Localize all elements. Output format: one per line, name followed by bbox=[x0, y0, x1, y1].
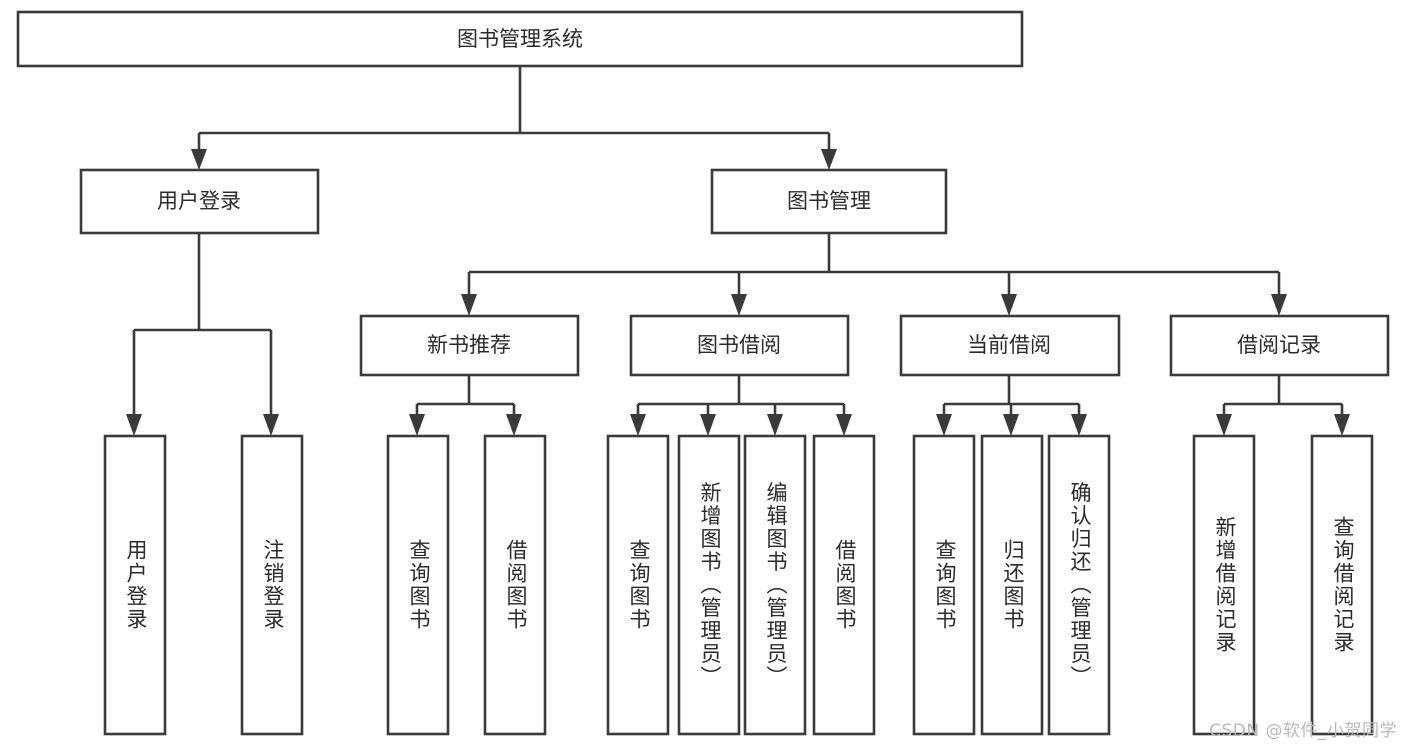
node-leaf-edit-book-admin[interactable]: 编辑图书（管理员） bbox=[743, 434, 807, 736]
node-leaf-query-book-2-label: 查询图书 bbox=[627, 539, 651, 631]
node-leaf-query-book-2[interactable]: 查询图书 bbox=[606, 434, 670, 736]
node-leaf-confirm-return-admin[interactable]: 确认归还（管理员） bbox=[1047, 434, 1111, 736]
node-leaf-return-book-label: 归还图书 bbox=[1001, 539, 1025, 631]
node-leaf-logout-box[interactable] bbox=[240, 434, 304, 736]
node-leaf-user-login-label: 用户登录 bbox=[124, 539, 148, 631]
node-leaf-query-borrow-record-label: 查询借阅记录 bbox=[1331, 516, 1355, 654]
arrow-head-icon bbox=[1003, 414, 1019, 436]
arrow-head-icon bbox=[1001, 294, 1017, 316]
node-leaf-borrow-book-2-label: 借阅图书 bbox=[833, 539, 857, 631]
node-leaf-add-book-admin-label: 新增图书（管理员） bbox=[698, 482, 722, 689]
arrow-head-icon bbox=[630, 414, 646, 436]
node-leaf-query-book-3-box[interactable] bbox=[912, 434, 976, 736]
node-leaf-borrow-book-1[interactable]: 借阅图书 bbox=[483, 434, 547, 736]
node-leaf-logout[interactable]: 注销登录 bbox=[240, 434, 304, 736]
arrow-head-icon bbox=[1216, 414, 1232, 436]
arrow-head-icon bbox=[1071, 414, 1087, 436]
node-book-management-box[interactable] bbox=[710, 168, 948, 235]
node-leaf-add-book-admin[interactable]: 新增图书（管理员） bbox=[677, 434, 741, 736]
node-new-book-recommend-label: 新书推荐 bbox=[427, 333, 511, 357]
arrow-head-icon bbox=[461, 294, 477, 316]
node-leaf-query-book-1-box[interactable] bbox=[386, 434, 450, 736]
arrow-head-icon bbox=[821, 149, 837, 170]
node-borrow-record[interactable]: 借阅记录 bbox=[1169, 314, 1390, 377]
node-leaf-borrow-book-2-box[interactable] bbox=[812, 434, 876, 736]
node-leaf-add-borrow-record[interactable]: 新增借阅记录 bbox=[1192, 434, 1256, 736]
node-leaf-edit-book-admin-box[interactable] bbox=[743, 434, 807, 736]
arrow-head-icon bbox=[191, 149, 207, 170]
node-leaf-confirm-return-admin-box[interactable] bbox=[1047, 434, 1111, 736]
connector-layer bbox=[126, 66, 1350, 436]
node-leaf-query-book-3-label: 查询图书 bbox=[933, 539, 957, 631]
arrow-head-icon bbox=[1334, 414, 1350, 436]
node-new-book-recommend-box[interactable] bbox=[359, 314, 580, 377]
node-borrow-record-label: 借阅记录 bbox=[1237, 333, 1321, 357]
node-new-book-recommend[interactable]: 新书推荐 bbox=[359, 314, 580, 377]
node-current-borrow-label: 当前借阅 bbox=[967, 333, 1051, 357]
node-leaf-query-borrow-record[interactable]: 查询借阅记录 bbox=[1310, 434, 1374, 736]
node-leaf-query-book-1-label: 查询图书 bbox=[407, 539, 431, 631]
node-leaf-add-borrow-record-box[interactable] bbox=[1192, 434, 1256, 736]
arrow-head-icon bbox=[936, 414, 952, 436]
node-leaf-add-borrow-record-label: 新增借阅记录 bbox=[1213, 516, 1237, 654]
arrow-head-icon bbox=[767, 414, 783, 436]
node-leaf-query-book-2-box[interactable] bbox=[606, 434, 670, 736]
node-book-management[interactable]: 图书管理 bbox=[710, 168, 948, 235]
node-leaf-user-login[interactable]: 用户登录 bbox=[103, 434, 167, 736]
node-leaf-return-book[interactable]: 归还图书 bbox=[980, 434, 1044, 736]
node-leaf-user-login-box[interactable] bbox=[103, 434, 167, 736]
arrow-head-icon bbox=[506, 414, 522, 436]
node-book-management-label: 图书管理 bbox=[787, 189, 871, 213]
node-leaf-query-book-1[interactable]: 查询图书 bbox=[386, 434, 450, 736]
node-leaf-edit-book-admin-label: 编辑图书（管理员） bbox=[764, 482, 788, 689]
arrow-head-icon bbox=[700, 414, 716, 436]
node-leaf-borrow-book-2[interactable]: 借阅图书 bbox=[812, 434, 876, 736]
node-book-borrow-box[interactable] bbox=[629, 314, 850, 377]
arrow-head-icon bbox=[836, 414, 852, 436]
node-leaf-borrow-book-1-label: 借阅图书 bbox=[504, 539, 528, 631]
node-borrow-record-box[interactable] bbox=[1169, 314, 1390, 377]
node-root-label: 图书管理系统 bbox=[457, 27, 583, 51]
arrow-head-icon bbox=[1271, 294, 1287, 316]
node-root[interactable]: 图书管理系统 bbox=[16, 10, 1024, 68]
node-leaf-query-borrow-record-box[interactable] bbox=[1310, 434, 1374, 736]
node-user-login-label: 用户登录 bbox=[157, 189, 241, 213]
node-leaf-return-book-box[interactable] bbox=[980, 434, 1044, 736]
node-leaf-confirm-return-admin-label: 确认归还（管理员） bbox=[1068, 482, 1092, 689]
arrow-head-icon bbox=[409, 414, 425, 436]
node-user-login-box[interactable] bbox=[79, 168, 320, 235]
node-leaf-add-book-admin-box[interactable] bbox=[677, 434, 741, 736]
node-current-borrow[interactable]: 当前借阅 bbox=[899, 314, 1121, 377]
node-book-borrow-label: 图书借阅 bbox=[697, 333, 781, 357]
arrow-head-icon bbox=[263, 414, 279, 436]
arrow-head-icon bbox=[731, 294, 747, 316]
node-user-login[interactable]: 用户登录 bbox=[79, 168, 320, 235]
node-leaf-borrow-book-1-box[interactable] bbox=[483, 434, 547, 736]
node-leaf-logout-label: 注销登录 bbox=[261, 539, 285, 631]
arrow-head-icon bbox=[126, 414, 142, 436]
node-current-borrow-box[interactable] bbox=[899, 314, 1121, 377]
node-leaf-query-book-3[interactable]: 查询图书 bbox=[912, 434, 976, 736]
node-book-borrow[interactable]: 图书借阅 bbox=[629, 314, 850, 377]
node-root-box[interactable] bbox=[16, 10, 1024, 68]
